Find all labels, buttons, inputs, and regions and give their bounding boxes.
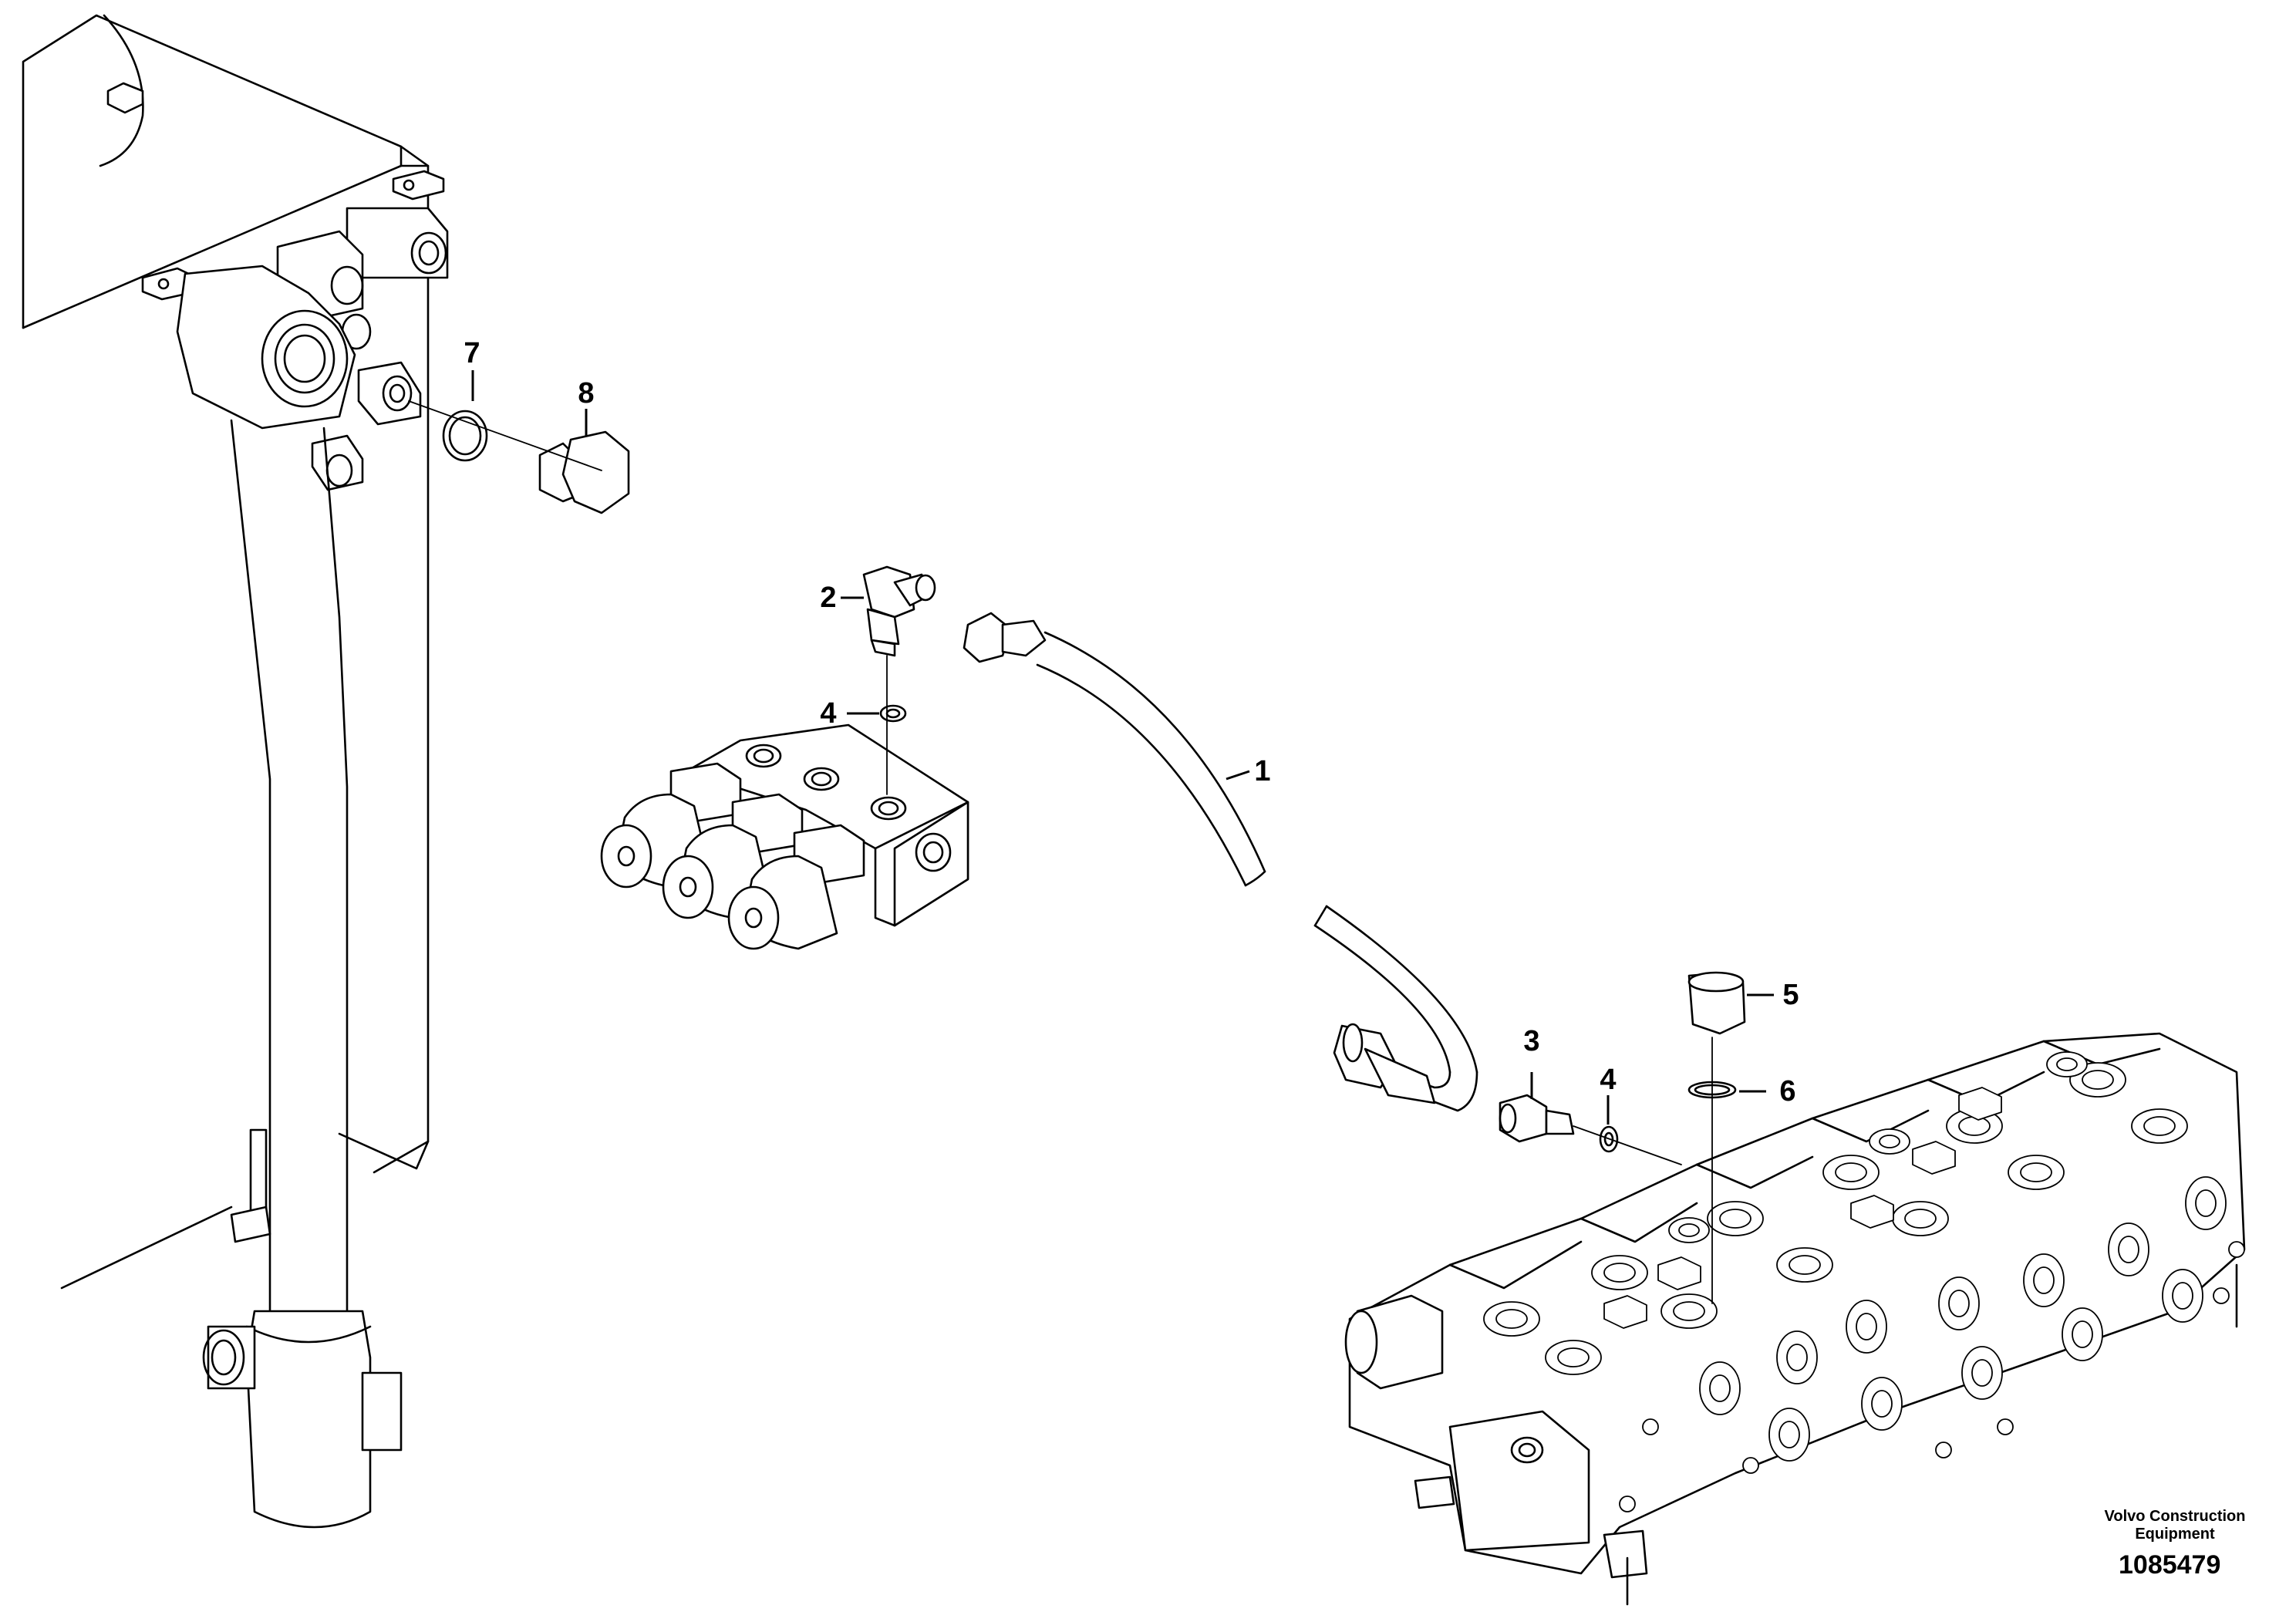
seal-ring-4-upper (879, 704, 907, 723)
callout-4-upper: 4 (820, 697, 837, 730)
main-control-valve (1344, 1032, 2246, 1606)
valve-spool-ends (1699, 1176, 2227, 1462)
callout-2: 2 (820, 582, 837, 614)
callout-5: 5 (1782, 979, 1799, 1011)
caption-line-1: Volvo Construction (2104, 1508, 2246, 1525)
hydraulic-tank (22, 14, 449, 1529)
callout-7: 7 (464, 337, 480, 369)
callout-1: 1 (1254, 755, 1271, 787)
plug-5 (1687, 971, 1746, 1035)
figure-number: 1085479 (2119, 1550, 2221, 1580)
leader-lines (408, 370, 1774, 1304)
caption-line-2: Equipment (2135, 1526, 2215, 1543)
callout-6: 6 (1779, 1075, 1796, 1108)
valve-ports (1483, 1051, 2188, 1375)
callout-8: 8 (578, 377, 595, 410)
elbow-nipple (862, 565, 936, 657)
callout-3: 3 (1523, 1025, 1540, 1057)
plug-8 (538, 430, 630, 514)
pilot-control-block (600, 723, 969, 950)
nipple (1499, 1094, 1575, 1143)
hose (963, 612, 1478, 1112)
manufacturer-caption: Volvo Construction Equipment (2082, 1508, 2267, 1543)
callout-4-lower: 4 (1600, 1064, 1617, 1096)
